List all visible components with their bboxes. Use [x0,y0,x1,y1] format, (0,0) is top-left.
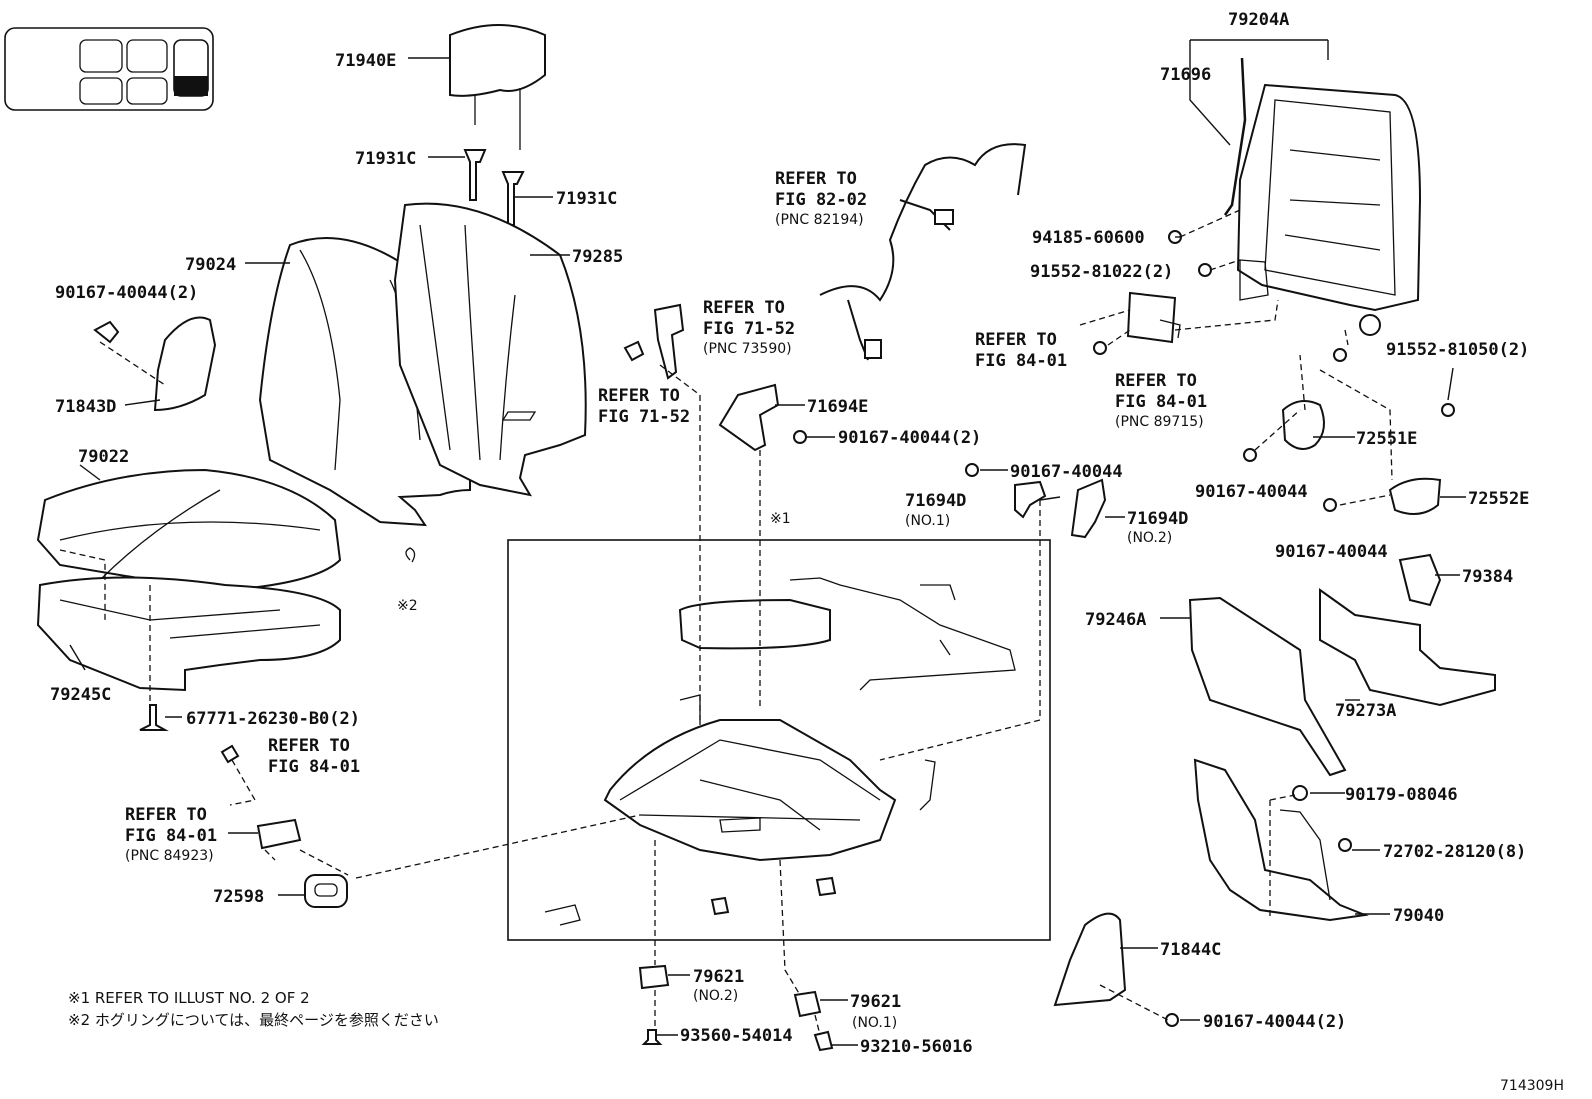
label-90167-40044-mid: 90167-40044 [1010,462,1123,482]
label-90167-40044-2-bottom: 90167-40044(2) [1203,1012,1346,1032]
diagram-id: 714309H [1500,1078,1564,1094]
footnote-1: ※1 REFER TO ILLUST NO. 2 OF 2 [68,989,310,1007]
refer-82-02-line2: FIG 82-02 [775,190,867,210]
label-93210-56016: 93210-56016 [860,1037,973,1057]
refer-84-01-d-line1: REFER TO [125,805,207,825]
refer-82-02-pnc: (PNC 82194) [775,212,864,228]
recliner-cover-inner-part [1281,400,1325,450]
control-unit-part [1126,291,1181,344]
seat-cushion-pad-part [36,576,341,692]
label-79384: 79384 [1462,567,1513,587]
recliner-cover-outer-part [1388,477,1442,515]
label-94185-60600: 94185-60600 [1032,228,1145,248]
label-71694D-no2-sub: (NO.2) [1127,530,1172,546]
label-79245C: 79245C [50,685,111,705]
label-79040: 79040 [1393,906,1444,926]
label-79204A: 79204A [1228,10,1289,30]
label-90167-40044-right1: 90167-40044 [1195,482,1308,502]
leader-lines [69,39,1466,1046]
label-79621-no1: 79621 [850,992,901,1012]
bracket-part [718,383,1107,539]
dashed-guide-lines [59,209,1393,1036]
label-71694E: 71694E [807,397,868,417]
label-71696: 71696 [1160,65,1211,85]
label-91552-81022: 91552-81022(2) [1030,262,1173,282]
label-90167-40044-2-left: 90167-40044(2) [55,283,198,303]
label-90179-08046: 90179-08046 [1345,785,1458,805]
spring-part [1223,57,1247,216]
label-79621-no1-sub: (NO.1) [852,1015,897,1031]
label-79621-no2: 79621 [693,967,744,987]
label-72702-28120: 72702-28120(8) [1383,842,1526,862]
seat-switch-part [220,744,302,850]
seatback-pad-part [393,202,587,497]
refer-84-01-d-line2: FIG 84-01 [125,826,217,846]
label-90167-40044-2-center: 90167-40044(2) [838,428,981,448]
refer-71-52-top-pnc: (PNC 73590) [703,341,792,357]
seat-track-part [1193,758,1369,922]
label-71694D-no1-sub: (NO.1) [905,513,950,529]
refer-71-52-top-line1: REFER TO [703,298,785,318]
label-71843D: 71843D [55,397,116,417]
refer-84-01-b-line1: REFER TO [1115,371,1197,391]
footnote-2: ※2 ホグリングについては、最終ページを参照ください [68,1011,439,1029]
refer-84-01-d-pnc: (PNC 84923) [125,848,214,864]
headrest-part [449,24,546,150]
cushion-frame-pad-part [1188,553,1496,777]
stopper-part [638,964,834,1052]
label-71844C: 71844C [1160,940,1221,960]
label-79022: 79022 [78,447,129,467]
seat-belt-buckle-part [623,303,685,380]
label-79273A: 79273A [1335,701,1396,721]
refer-84-01-c-line1: REFER TO [268,736,350,756]
label-71694D-no1: 71694D [905,491,966,511]
label-71694D-no2: 71694D [1127,509,1188,529]
refer-71-52-top-line2: FIG 71-52 [703,319,795,339]
label-93560-54014: 93560-54014 [680,1026,793,1046]
label-67771-26230: 67771-26230-B0(2) [186,709,360,729]
hog-ring-part [405,547,416,563]
refer-71-52-line2: FIG 71-52 [598,407,690,427]
cushion-side-shield-part [1053,912,1127,1007]
bolt-part [793,230,1455,1027]
refer-82-02-line1: REFER TO [775,169,857,189]
label-71931C-lower: 71931C [556,189,617,209]
label-79024: 79024 [185,255,236,275]
label-91552-81050: 91552-81050(2) [1386,340,1529,360]
refer-84-01-c-line2: FIG 84-01 [268,757,360,777]
switch-bezel-part [304,874,348,908]
headrest-guide-part [463,149,525,226]
seatback-frame-part [1236,83,1422,336]
detail-box [507,539,1051,941]
refer-84-01-b-pnc: (PNC 89715) [1115,414,1204,430]
wire-harness-part [819,143,1027,361]
mark-2: ※2 [397,598,418,614]
seat-frame-assembly-part [544,577,1016,926]
label-72551E: 72551E [1356,429,1417,449]
refer-71-52-line1: REFER TO [598,386,680,406]
label-79285: 79285 [572,247,623,267]
label-79621-no2-sub: (NO.2) [693,988,738,1004]
side-cover-part [93,316,217,412]
label-79246A: 79246A [1085,610,1146,630]
refer-84-01-a-line2: FIG 84-01 [975,351,1067,371]
refer-84-01-a-line1: REFER TO [975,330,1057,350]
clip-part [139,704,169,731]
seat-location-icon [4,27,214,111]
label-71940E: 71940E [335,51,396,71]
refer-84-01-b-line2: FIG 84-01 [1115,392,1207,412]
label-72598: 72598 [213,887,264,907]
label-71931C-upper: 71931C [355,149,416,169]
mark-1: ※1 [770,511,791,527]
label-90167-40044-right2: 90167-40044 [1275,542,1388,562]
label-72552E: 72552E [1468,489,1529,509]
